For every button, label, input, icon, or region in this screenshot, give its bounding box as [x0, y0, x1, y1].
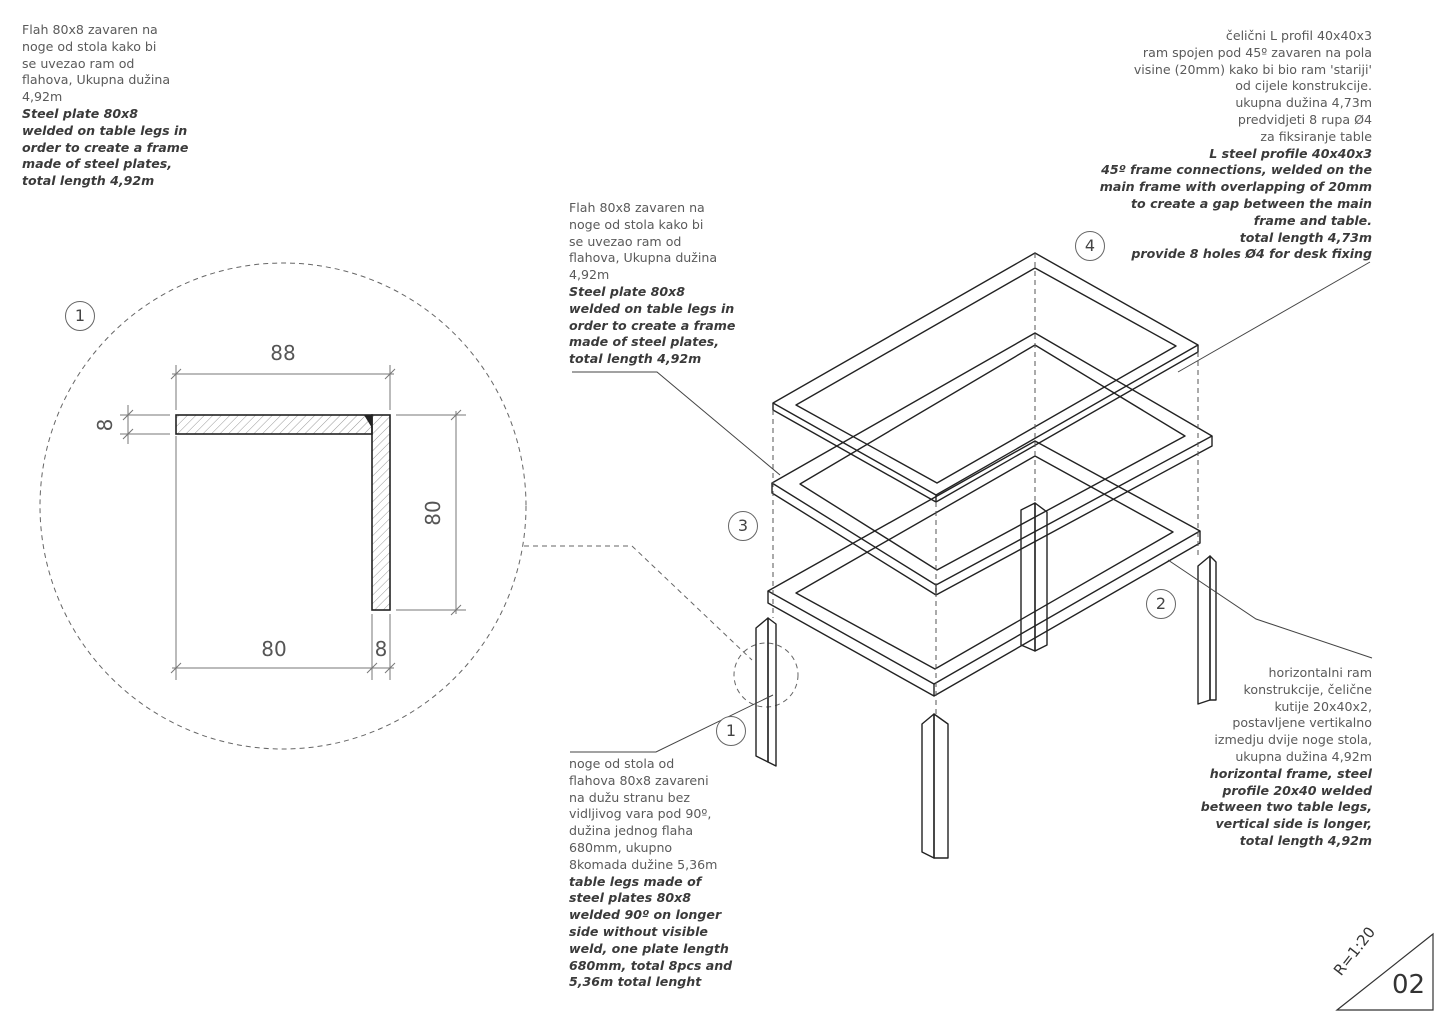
note-bottom-right-en: horizontal frame, steel profile 20x40 we…	[1200, 765, 1372, 848]
callout-horizontal-frame-2: 2	[1146, 589, 1176, 619]
note-top-right-bs: čelični L profil 40x40x3 ram spojen pod …	[1133, 28, 1372, 144]
note-bottom-middle: noge od stola od flahova 80x8 zavareni n…	[569, 756, 769, 991]
callout-l-frame-4: 4	[1075, 231, 1105, 261]
dimension-lines	[120, 365, 466, 680]
note-top-right: čelični L profil 40x40x3 ram spojen pod …	[1030, 28, 1372, 263]
dim-80-vertical-label: 80	[421, 500, 445, 525]
sheet-triangle	[1335, 932, 1434, 1011]
dim-80-bottom-label: 80	[261, 637, 286, 661]
callout-plate-frame-3: 3	[728, 511, 758, 541]
dim-88-label: 88	[270, 341, 295, 365]
dim-8-bottom-label: 8	[375, 637, 388, 661]
leader-lines	[570, 261, 1373, 753]
note-top-left-bs: Flah 80x8 zavaren na noge od stola kako …	[22, 22, 171, 105]
note-top-left: Flah 80x8 zavaren na noge od stola kako …	[22, 22, 242, 190]
isometric-table	[755, 252, 1217, 859]
note-bottom-right: horizontalni ram konstrukcije, čelične k…	[1172, 665, 1372, 850]
note-middle: Flah 80x8 zavaren na noge od stola kako …	[569, 200, 769, 368]
dim-8-label: 8	[93, 419, 117, 432]
sheet-number: 02	[1392, 970, 1426, 1000]
callout-detail-1: 1	[65, 301, 95, 331]
note-top-left-en: Steel plate 80x8 welded on table legs in…	[22, 105, 189, 189]
detail-circle	[39, 262, 799, 750]
note-bottom-right-bs: horizontalni ram konstrukcije, čelične k…	[1214, 665, 1372, 764]
note-middle-bs: Flah 80x8 zavaren na noge od stola kako …	[569, 200, 718, 283]
hidden-lines	[772, 253, 1199, 714]
l-profile-section	[175, 414, 391, 611]
note-middle-en: Steel plate 80x8 welded on table legs in…	[569, 283, 736, 367]
note-top-right-en: L steel profile 40x40x3 45º frame connec…	[1099, 145, 1372, 262]
callout-leg-1: 1	[716, 716, 746, 746]
note-bottom-middle-en: table legs made of steel plates 80x8 wel…	[569, 873, 733, 990]
note-bottom-middle-bs: noge od stola od flahova 80x8 zavareni n…	[569, 756, 718, 872]
